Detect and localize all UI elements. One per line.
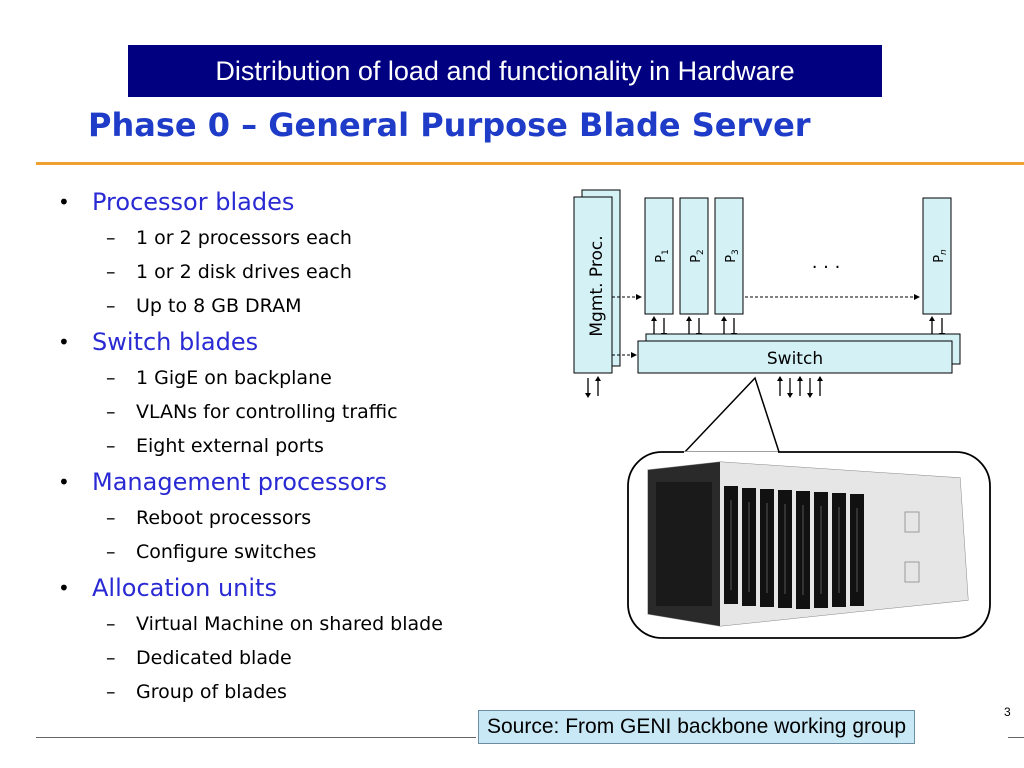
processor-label-1: P1	[654, 249, 671, 263]
title-divider	[36, 162, 1024, 165]
section-heading: Management processors	[92, 468, 388, 496]
source-caption: Source: From GENI backbone working group	[478, 710, 916, 744]
bullet-item: Virtual Machine on shared blade	[136, 613, 443, 635]
bullet-icon: •	[58, 330, 70, 354]
section-heading: Allocation units	[92, 574, 277, 602]
bullet-item: VLANs for controlling traffic	[136, 401, 398, 423]
dash-icon: –	[106, 295, 116, 317]
dash-icon: –	[106, 647, 116, 669]
bullet-icon: •	[58, 576, 70, 600]
section-heading: Switch blades	[92, 328, 259, 356]
processor-box-n	[922, 197, 952, 315]
dash-icon: –	[106, 367, 116, 389]
callout-pointer	[681, 376, 781, 456]
dash-icon: –	[106, 401, 116, 423]
section-heading: Processor blades	[92, 188, 295, 216]
page-number: 3	[1004, 705, 1011, 719]
dash-icon: –	[106, 435, 116, 457]
processor-label-2: P2	[689, 249, 706, 263]
bullet-item: Eight external ports	[136, 435, 324, 457]
section-processor-blades: •Processor blades –1 or 2 processors eac…	[56, 183, 556, 323]
bullet-item: 1 or 2 processors each	[136, 227, 352, 249]
bullet-list: •Processor blades –1 or 2 processors eac…	[56, 183, 556, 709]
dash-icon: –	[106, 681, 116, 703]
bullet-item: 1 GigE on backplane	[136, 367, 332, 389]
bullet-icon: •	[58, 470, 70, 494]
switch-label: Switch	[767, 349, 823, 369]
blade-server-diagram: Mgmt. Proc. P1 P2 P3 Pn . . . Switch	[573, 189, 991, 639]
bullet-item: Dedicated blade	[136, 647, 292, 669]
bullet-item: Group of blades	[136, 681, 287, 703]
section-switch-blades: •Switch blades –1 GigE on backplane –VLA…	[56, 323, 556, 463]
bullet-item: Reboot processors	[136, 507, 312, 529]
switch-box	[637, 340, 953, 374]
processor-box-1	[644, 197, 674, 315]
footer-rule	[36, 737, 476, 738]
header-banner: Distribution of load and functionality i…	[128, 45, 882, 97]
processor-label-n: Pn	[932, 249, 949, 263]
dash-icon: –	[106, 261, 116, 283]
bullet-item: Configure switches	[136, 541, 317, 563]
dash-icon: –	[106, 613, 116, 635]
mgmt-proc-label: Mgmt. Proc.	[587, 235, 607, 336]
processor-ellipsis: . . .	[812, 252, 841, 273]
section-management-processors: • Management processors –Reboot processor…	[56, 463, 556, 569]
processor-box-2	[679, 197, 709, 315]
dash-icon: –	[106, 541, 116, 563]
blade-chassis-image	[647, 461, 969, 627]
bullet-item: 1 or 2 disk drives each	[136, 261, 352, 283]
processor-label-3: P3	[724, 249, 741, 263]
bullet-icon: •	[58, 190, 70, 214]
section-allocation-units: •Allocation units –Virtual Machine on sh…	[56, 569, 556, 709]
footer-rule-right	[1008, 737, 1024, 738]
processor-box-3	[714, 197, 744, 315]
mgmt-proc-box	[573, 196, 613, 374]
bullet-item: Up to 8 GB DRAM	[136, 295, 302, 317]
dash-icon: –	[106, 227, 116, 249]
slide-title: Phase 0 – General Purpose Blade Server	[88, 106, 811, 144]
dash-icon: –	[106, 507, 116, 529]
